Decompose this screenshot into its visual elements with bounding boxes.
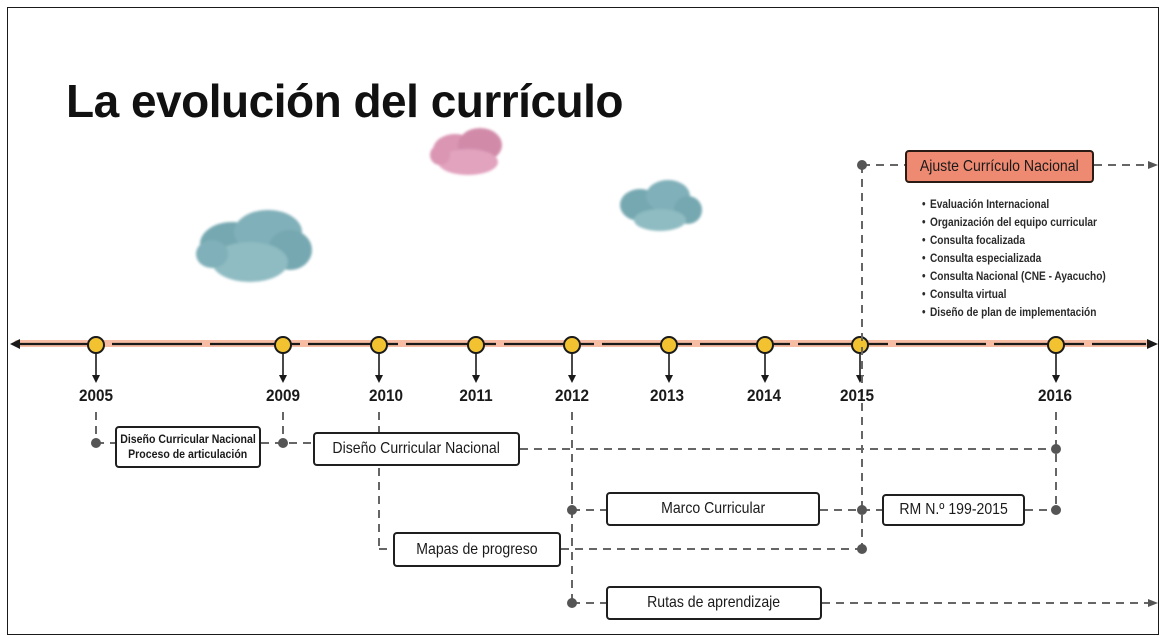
box-mapas-label: Mapas de progreso bbox=[416, 540, 538, 558]
timeline-node-icon bbox=[1047, 336, 1065, 383]
cloud-icon bbox=[196, 210, 312, 282]
timeline-node-icon bbox=[87, 336, 105, 383]
box-dcn-proceso-line1: Diseño Curricular Nacional bbox=[120, 432, 256, 446]
list-item: Consulta especializada bbox=[922, 250, 1106, 268]
box-ajuste-label: Ajuste Currículo Nacional bbox=[920, 157, 1079, 175]
timeline-node-icon bbox=[851, 336, 869, 383]
timeline-node-icon bbox=[660, 336, 678, 383]
year-label: 2014 bbox=[746, 386, 782, 405]
arrow-right-icon bbox=[1148, 599, 1158, 607]
timeline-node-icon bbox=[563, 336, 581, 383]
cloud-icon bbox=[620, 180, 702, 231]
year-label: 2013 bbox=[649, 386, 685, 405]
box-marco-label: Marco Curricular bbox=[660, 500, 766, 517]
year-label: 2011 bbox=[459, 386, 493, 405]
box-mapas-progreso: Mapas de progreso bbox=[393, 532, 561, 567]
year-label: 2009 bbox=[265, 386, 301, 405]
list-item: Consulta virtual bbox=[922, 286, 1106, 304]
page-title: La evolución del currículo bbox=[66, 75, 624, 127]
list-item: Consulta Nacional (CNE - Ayacucho) bbox=[922, 268, 1106, 286]
box-rutas-aprendizaje: Rutas de aprendizaje bbox=[606, 586, 822, 620]
timeline-axis bbox=[10, 339, 1158, 349]
list-item: Evaluación Internacional bbox=[922, 196, 1106, 214]
box-dcn-proceso-line2: Proceso de articulación bbox=[128, 447, 248, 461]
box-rm: RM N.º 199-2015 bbox=[882, 494, 1025, 526]
timeline-nodes bbox=[87, 336, 1065, 383]
list-item: Consulta focalizada bbox=[922, 232, 1106, 250]
box-rutas-label: Rutas de aprendizaje bbox=[647, 594, 781, 611]
timeline-node-icon bbox=[467, 336, 485, 383]
year-label: 2010 bbox=[368, 386, 404, 405]
box-dcn-proceso: Diseño Curricular Nacional Proceso de ar… bbox=[115, 426, 261, 468]
list-item: Organización del equipo curricular bbox=[922, 214, 1106, 232]
year-label: 2015 bbox=[839, 386, 875, 405]
timeline-node-icon bbox=[756, 336, 774, 383]
connector-dots bbox=[91, 160, 1061, 608]
list-item: Diseño de plan de implementación bbox=[922, 304, 1106, 322]
box-rm-label: RM N.º 199-2015 bbox=[899, 501, 1008, 518]
cloud-icon bbox=[430, 128, 502, 175]
year-label: 2005 bbox=[78, 386, 114, 405]
connectors bbox=[95, 164, 1150, 604]
year-label: 2016 bbox=[1037, 386, 1073, 405]
year-label: 2012 bbox=[554, 386, 590, 405]
arrow-right-icon bbox=[1148, 161, 1158, 169]
box-marco-curricular: Marco Curricular bbox=[606, 492, 820, 526]
box-dcn-label: Diseño Curricular Nacional bbox=[332, 440, 501, 457]
timeline-node-icon bbox=[274, 336, 292, 383]
ajuste-items-list: Evaluación Internacional Organización de… bbox=[922, 196, 1131, 322]
timeline-node-icon bbox=[370, 336, 388, 383]
box-dcn: Diseño Curricular Nacional bbox=[313, 432, 520, 466]
box-ajuste-curriculo: Ajuste Currículo Nacional bbox=[905, 150, 1094, 183]
